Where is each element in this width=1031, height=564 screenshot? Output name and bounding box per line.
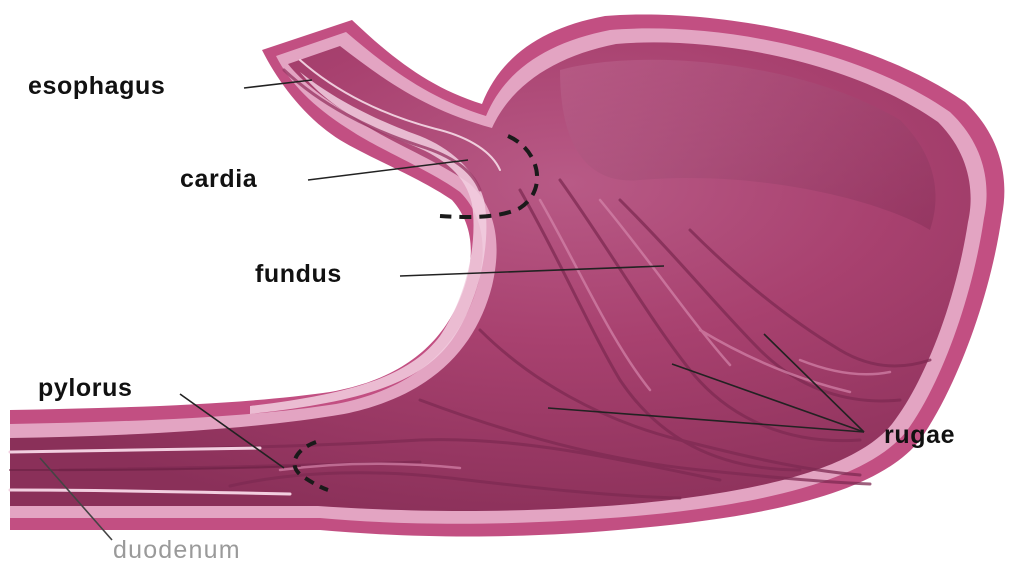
esophagus-label: esophagus (28, 74, 165, 99)
rugae-label: rugae (884, 423, 955, 448)
fundus-label: fundus (255, 262, 342, 287)
duodenum-label: duodenum (113, 538, 241, 563)
cardia-label: cardia (180, 167, 257, 192)
pylorus-label: pylorus (38, 376, 133, 401)
